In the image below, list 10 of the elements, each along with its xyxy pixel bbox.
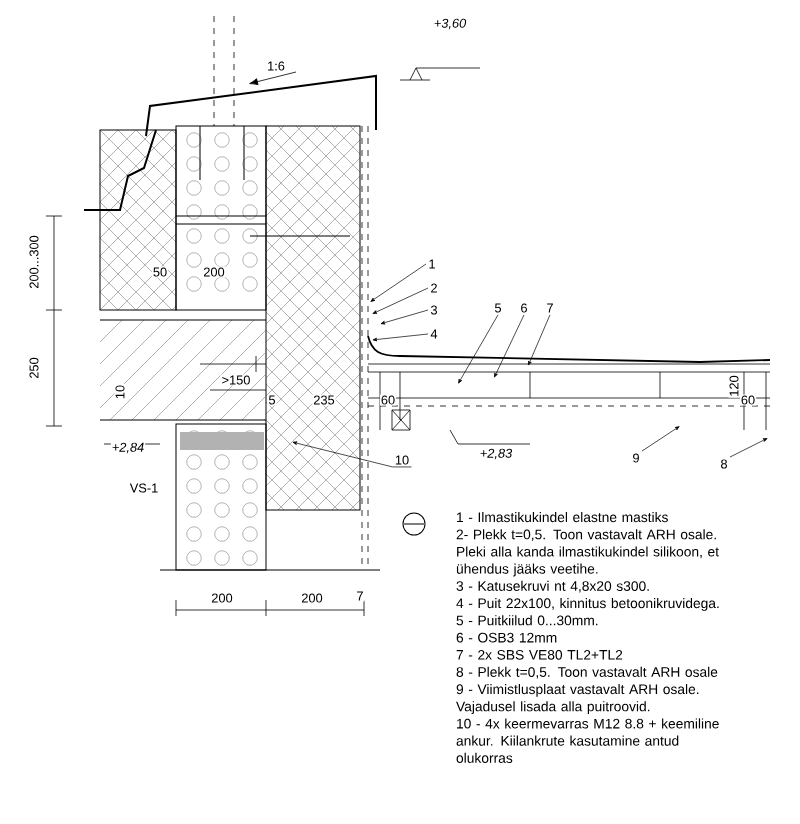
leader-line [641, 426, 680, 452]
leader-line [729, 438, 768, 458]
leader-line [458, 314, 499, 384]
leader-line [528, 314, 551, 366]
leader-line [494, 314, 525, 378]
leader-line [372, 333, 429, 342]
leader-line [370, 263, 427, 302]
leader-line [372, 287, 429, 314]
leader-line [380, 309, 429, 325]
leader-line [292, 441, 412, 468]
